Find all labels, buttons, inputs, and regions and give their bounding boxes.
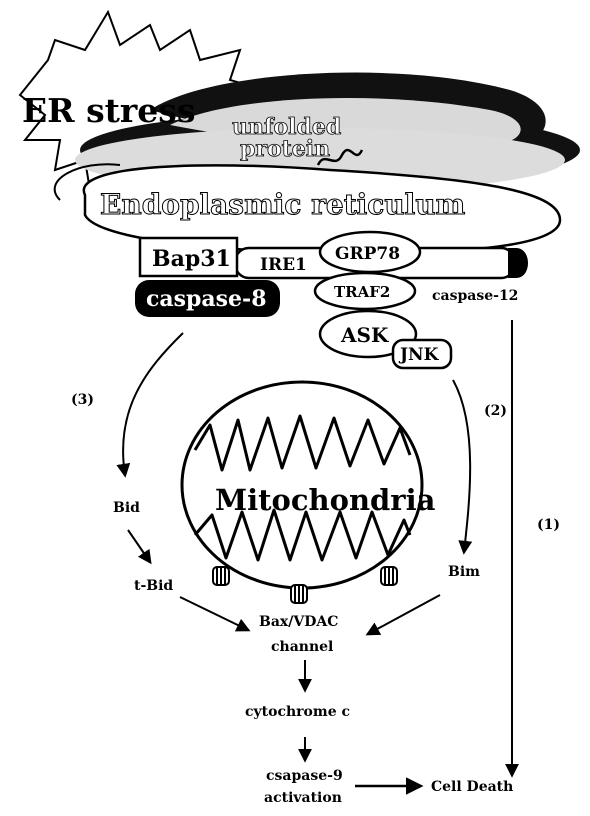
bim-to-channel-arrow [368,595,440,634]
bap31-label: Bap31 [152,246,231,272]
channel-pore-icon [291,585,307,603]
caspase9-label-1: csapase-9 [266,768,343,784]
caspase9-label-2: activation [264,790,342,806]
caspase-8-label: caspase-8 [146,286,267,312]
mitochondria-label: Mitochondria [215,483,436,517]
unfolded-protein-label-2: protein [240,136,330,162]
caspase-12-label: caspase-12 [432,288,518,304]
grp78-label: GRP78 [335,244,400,264]
bim-label: Bim [448,564,480,580]
channel-pore-icon [213,567,229,585]
channel-pore-icon [381,567,397,585]
channel-label-1: Bax/VDAC [259,614,338,630]
pathway-2-arrow [453,380,470,552]
caspase-12-cap [508,248,528,278]
jnk-label: JNK [398,345,440,365]
pathway-1-label: (1) [537,517,560,533]
pathway-3-label: (3) [71,392,94,408]
cell-death-label: Cell Death [431,779,513,795]
tbid-to-channel-arrow [180,597,248,630]
ire1-label: IRE1 [260,255,307,275]
endoplasmic-reticulum-label: Endoplasmic reticulum [100,188,465,221]
pathway-2-label: (2) [484,403,507,419]
bid-to-tbid-arrow [128,530,150,562]
tbid-label: t-Bid [134,578,173,594]
traf2-label: TRAF2 [334,283,390,301]
er-stress-title: ER stress [22,91,195,130]
ask-label: ASK [340,323,389,347]
bid-label: Bid [113,500,140,516]
pathway-3-arrow [123,333,183,475]
cytochrome-label: cytochrome c [245,704,350,720]
channel-label-2: channel [271,639,333,655]
